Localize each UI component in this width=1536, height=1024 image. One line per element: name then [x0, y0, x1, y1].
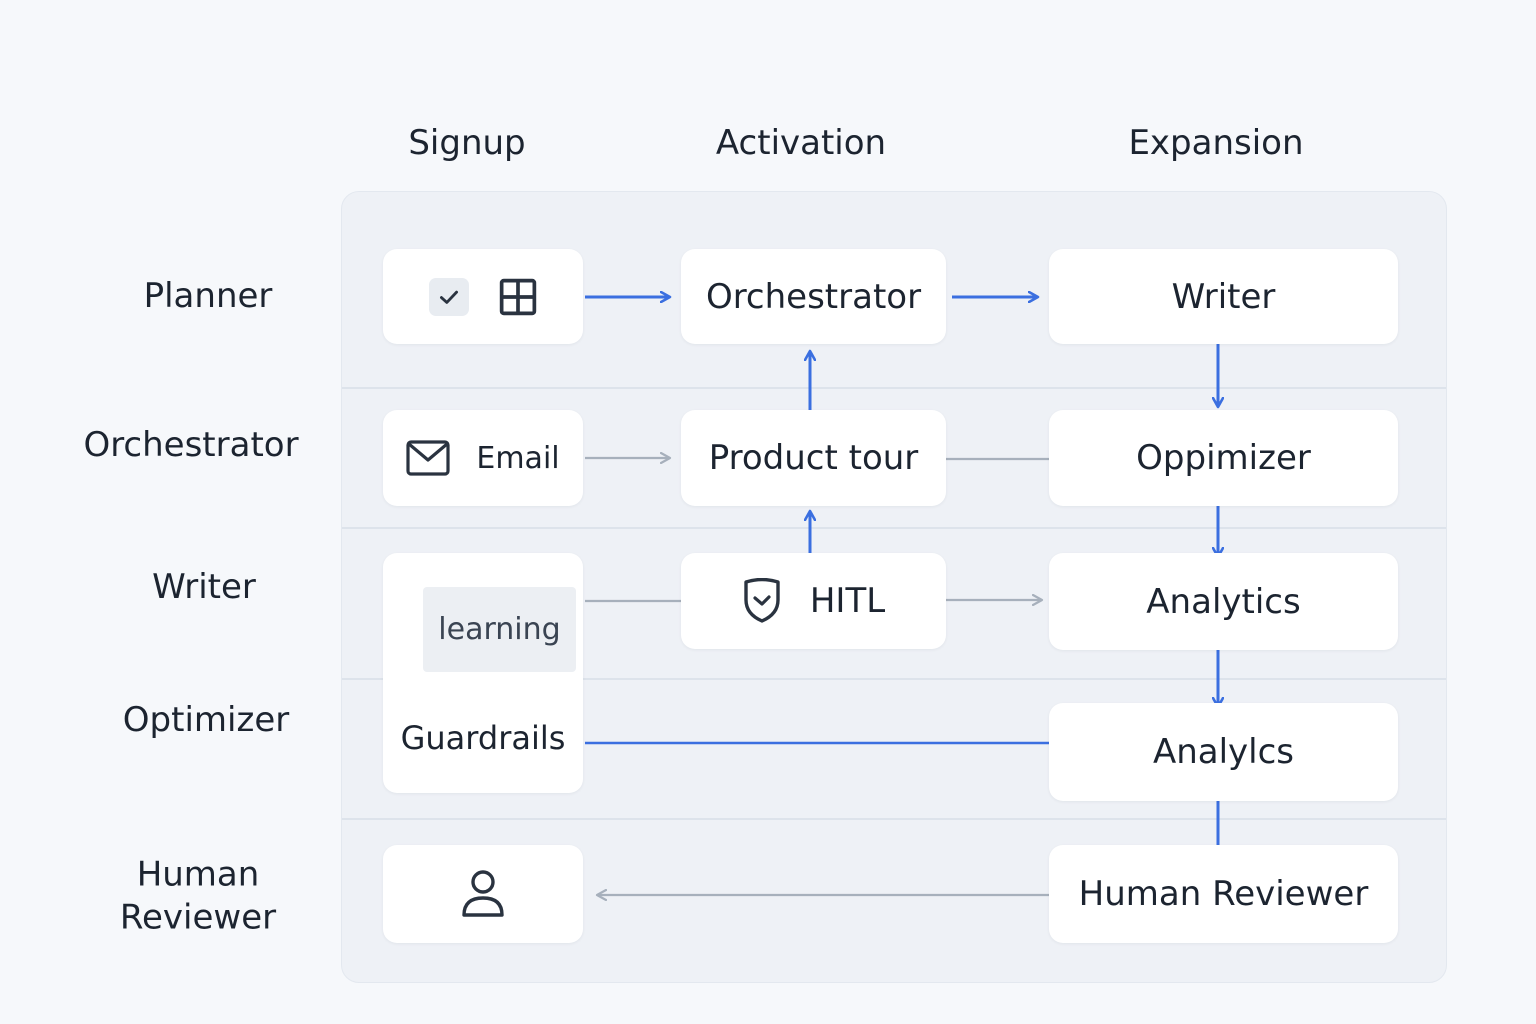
column-header-expansion: Expansion	[1128, 123, 1304, 163]
reviewer-user-node[interactable]	[383, 845, 583, 943]
column-header-signup: Signup	[408, 123, 526, 163]
email-node[interactable]: Email	[383, 410, 583, 506]
writer-node-label: Writer	[1171, 276, 1276, 317]
lane-divider	[342, 387, 1446, 389]
oppimizer-node-label: Oppimizer	[1136, 438, 1311, 478]
user-icon	[460, 869, 506, 919]
envelope-icon	[406, 440, 450, 476]
analytics-node-label: Analytics	[1146, 581, 1301, 622]
lane-divider	[342, 818, 1446, 820]
checkbox-icon	[429, 277, 469, 316]
row-label-optimizer: Optimizer	[122, 699, 290, 740]
hitl-node[interactable]: HITL	[681, 553, 946, 649]
orchestrator-node-label: Orchestrator	[705, 276, 922, 317]
row-label-human-reviewer: Human Reviewer	[119, 854, 277, 938]
row-label-writer: Writer	[152, 566, 256, 607]
shield-check-icon	[742, 578, 782, 624]
lane-divider	[342, 527, 1446, 529]
analytics-node[interactable]: Analytics	[1049, 553, 1398, 650]
hitl-node-label: HITL	[809, 581, 886, 621]
lane-divider	[342, 678, 1446, 680]
learning-chip: learning	[423, 587, 576, 672]
orchestrator-node[interactable]: Orchestrator	[681, 249, 946, 344]
learning-chip-label: learning	[438, 612, 561, 647]
oppimizer-node[interactable]: Oppimizer	[1049, 410, 1398, 506]
column-header-activation: Activation	[715, 123, 887, 163]
guardrails-node-label: Guardrails	[400, 719, 566, 757]
planner-signup-node[interactable]	[383, 249, 583, 344]
analylcs-node-label: Analylcs	[1152, 732, 1295, 772]
analylcs-node[interactable]: Analylcs	[1049, 703, 1398, 801]
row-label-planner: Planner	[143, 275, 273, 316]
email-node-label: Email	[476, 440, 560, 476]
human-reviewer-node-label: Human Reviewer	[1078, 874, 1369, 914]
grid-icon	[499, 278, 537, 316]
writer-node[interactable]: Writer	[1049, 249, 1398, 344]
row-label-orchestrator: Orchestrator	[83, 424, 299, 465]
product-tour-node[interactable]: Product tour	[681, 410, 946, 506]
product-tour-node-label: Product tour	[708, 438, 919, 478]
human-reviewer-node[interactable]: Human Reviewer	[1049, 845, 1398, 943]
